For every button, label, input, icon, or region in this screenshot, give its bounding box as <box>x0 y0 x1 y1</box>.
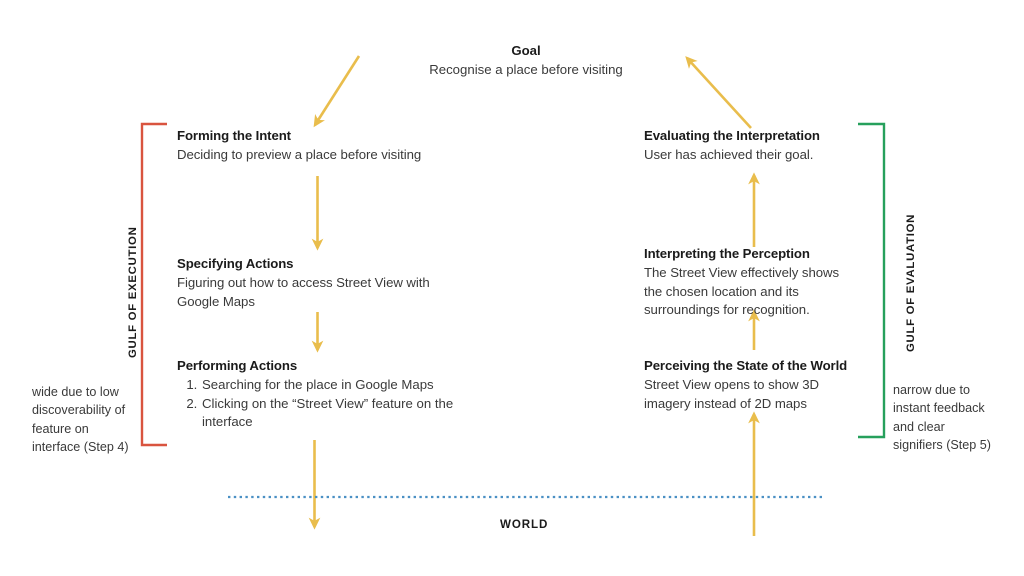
execution-gulf-note: wide due to low discoverability of featu… <box>32 385 129 454</box>
stage-forming-the-intent: Forming the Intent Deciding to preview a… <box>177 126 467 165</box>
goal-block: Goal Recognise a place before visiting <box>400 41 652 80</box>
gulf-of-execution-label: GULF OF EXECUTION <box>127 226 139 358</box>
stage-body: Deciding to preview a place before visit… <box>177 146 422 162</box>
stage-body: Street View opens to show 3D imagery ins… <box>644 376 820 411</box>
stage-specifying-actions: Specifying Actions Figuring out how to a… <box>177 254 452 311</box>
gulf-of-evaluation-bracket <box>858 122 886 439</box>
stage-performing-actions: Performing Actions Searching for the pla… <box>177 356 457 432</box>
world-label: WORLD <box>500 518 549 531</box>
list-item: Clicking on the “Street View” feature on… <box>201 395 457 432</box>
stage-title: Specifying Actions <box>177 256 294 271</box>
performing-actions-list: Searching for the place in Google Maps C… <box>177 376 457 432</box>
stage-title: Perceiving the State of the World <box>644 358 848 373</box>
stage-interpreting-the-perception: Interpreting the Perception The Street V… <box>644 244 856 320</box>
stage-body: The Street View effectively shows the ch… <box>644 264 840 318</box>
stage-perceiving-the-state-of-the-world: Perceiving the State of the World Street… <box>644 356 859 413</box>
stage-body: User has achieved their goal. <box>644 146 814 162</box>
stage-evaluating-the-interpretation: Evaluating the Interpretation User has a… <box>644 126 874 165</box>
gulf-of-evaluation-label: GULF OF EVALUATION <box>905 213 917 352</box>
arrow-evaluating-to-goal <box>685 56 752 129</box>
arrow-goal-to-forming-intent <box>313 55 361 128</box>
goal-title: Goal <box>511 43 541 58</box>
gulf-of-execution-bracket <box>140 122 167 447</box>
goal-subtitle: Recognise a place before visiting <box>429 61 623 77</box>
list-item: Searching for the place in Google Maps <box>201 376 457 395</box>
stage-title: Interpreting the Perception <box>644 246 810 261</box>
stage-title: Forming the Intent <box>177 128 291 143</box>
stage-body: Figuring out how to access Street View w… <box>177 274 430 309</box>
stage-title: Evaluating the Interpretation <box>644 128 820 143</box>
stage-title: Performing Actions <box>177 358 298 373</box>
evaluation-gulf-note: narrow due to instant feedback and clear… <box>893 383 991 452</box>
